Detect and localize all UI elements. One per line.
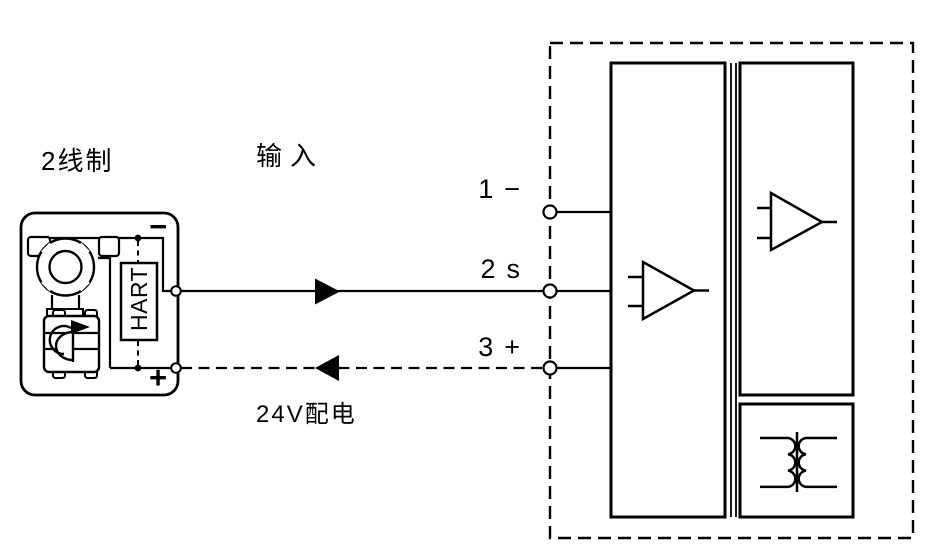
hart-box: HART <box>119 261 159 342</box>
terminal-2-circle <box>542 283 558 299</box>
terminal-1-sign: − <box>504 174 520 204</box>
power-wire <box>181 355 545 381</box>
internal-wire-top <box>30 236 172 293</box>
terminal-3-number: 3 <box>478 332 494 362</box>
transformer-icon <box>760 432 837 492</box>
input-label: 输入 <box>256 141 325 171</box>
output-amplifier-icon <box>757 190 837 253</box>
terminal-3-circle <box>542 360 558 376</box>
transmitter-ear-right <box>97 235 121 258</box>
transmitter-head-icon <box>26 235 121 318</box>
output-stage-box <box>738 61 855 397</box>
signal-wire <box>181 278 545 305</box>
hart-label: HART <box>126 267 152 331</box>
terminal-2-sign: s <box>506 254 521 284</box>
junction-dot-bottom <box>134 364 142 372</box>
input-stage-box <box>609 61 727 519</box>
signal-arrow-right-icon <box>315 278 340 305</box>
terminal-3-label: 3+ <box>430 332 520 363</box>
valve-block-icon <box>42 309 101 379</box>
polarity-minus-label: − <box>148 209 168 244</box>
polarity-plus-label: + <box>148 360 168 395</box>
isolator-module <box>542 41 915 540</box>
internal-wire-right <box>98 256 112 368</box>
power-stage-box <box>738 402 855 519</box>
terminal-2-number: 2 <box>480 254 496 284</box>
transmitter-terminal-bottom <box>170 362 182 374</box>
adjust-arrow-arc <box>48 324 72 356</box>
isolation-barrier-icon <box>730 63 737 517</box>
terminal-1-circle <box>542 204 558 220</box>
junction-dot-top <box>134 234 142 242</box>
power-supply-label: 24V配电 <box>256 401 357 428</box>
transmitter-symbol: HART <box>19 211 182 397</box>
two-wire-label: 2线制 <box>41 146 114 176</box>
adjust-arrow-head-icon <box>71 320 90 334</box>
input-amplifier-icon <box>628 259 709 322</box>
transmitter-terminal-top <box>170 285 182 297</box>
terminal-3-sign: + <box>504 332 520 362</box>
power-arrow-left-icon <box>315 355 339 381</box>
terminal-1-number: 1 <box>478 174 494 204</box>
terminal-1-label: 1− <box>430 174 520 205</box>
